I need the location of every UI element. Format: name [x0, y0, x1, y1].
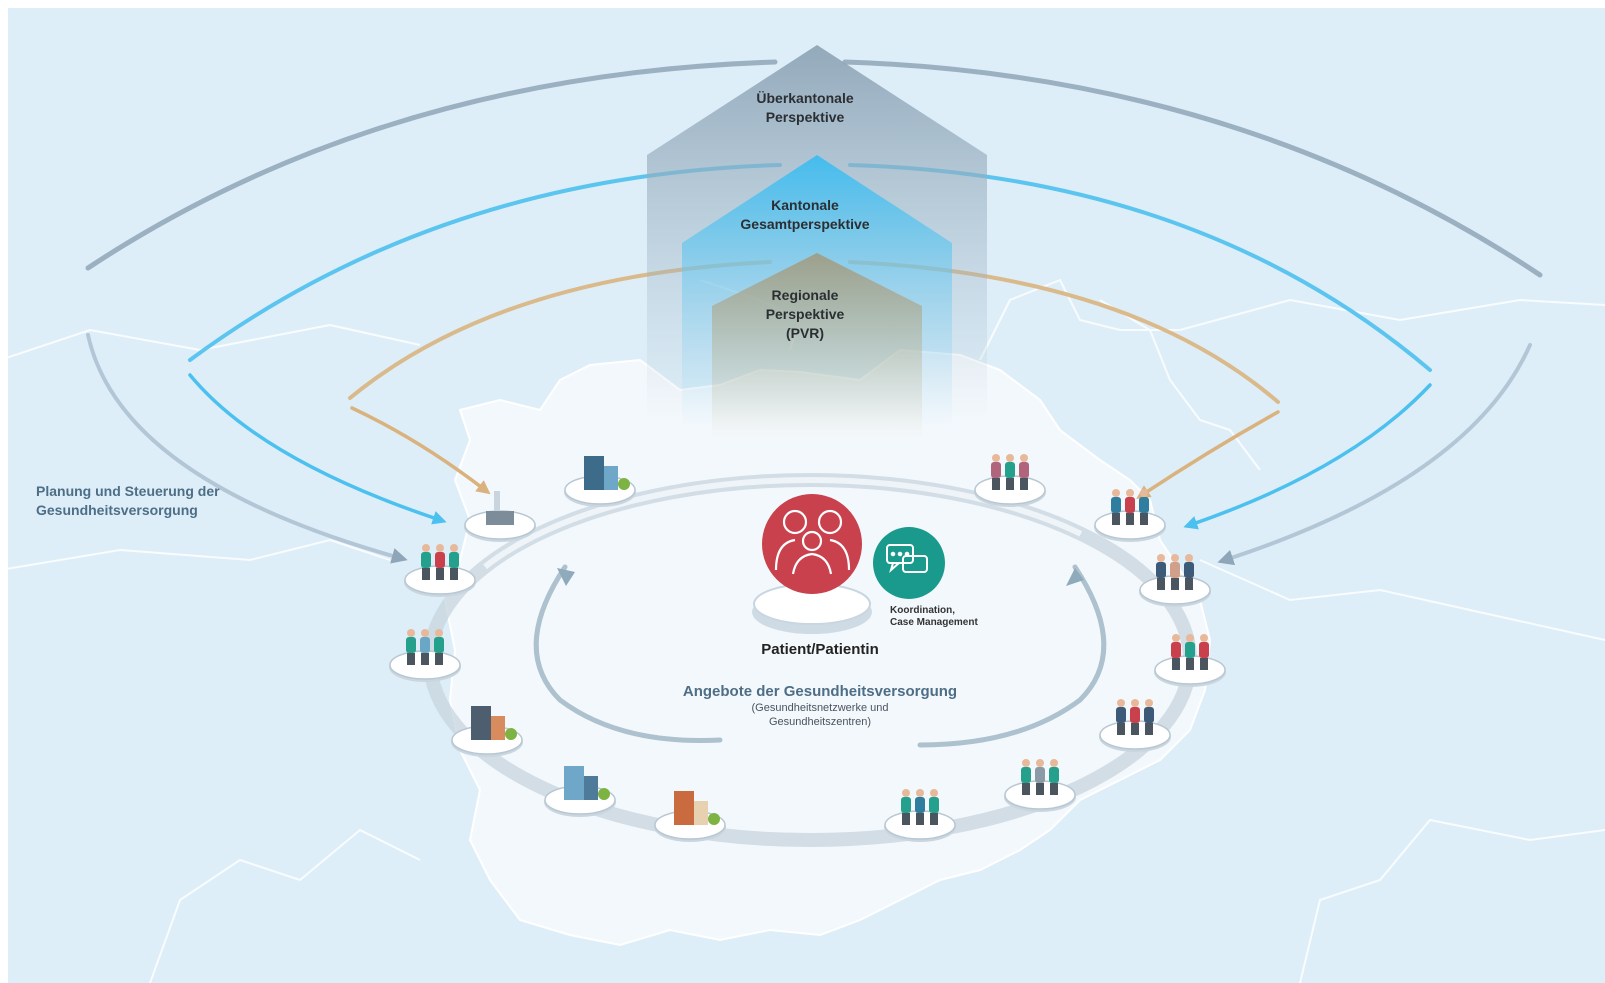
consultation-icon	[1156, 554, 1194, 590]
offerings-subtitle-line1: (Gesundheitsnetzwerke und	[751, 702, 889, 714]
chat-bubbles-icon	[886, 544, 928, 573]
top-white-strip	[0, 0, 1605, 8]
offerings-subtitle: (Gesundheitsnetzwerke und Gesundheitszen…	[700, 701, 940, 729]
node-staff-right	[1004, 759, 1076, 812]
townhouses-icon	[674, 791, 720, 825]
coordination-label: Koordination, Case Management	[890, 605, 1030, 629]
kantonal-label-line2: Gesamtperspektive	[740, 216, 870, 232]
team-members-icon	[1021, 759, 1059, 795]
offerings-title: Angebote der Gesundheitsversorgung	[682, 683, 958, 700]
patient-bed-icon	[1111, 489, 1149, 525]
ueberkantonal-arcs	[85, 59, 1543, 566]
circulation-arrowhead-right	[1066, 568, 1084, 586]
regional-label-line2: Perspektive	[765, 306, 845, 322]
kantonal-label-line1: Kantonale	[771, 197, 839, 213]
care-team-icon	[421, 544, 459, 580]
node-doctors	[389, 629, 461, 682]
kantonal-arrow-left	[188, 373, 447, 525]
ueberkantonal-label: Überkantonale Perspektive	[715, 89, 895, 127]
node-walker	[974, 454, 1046, 507]
patient-group-icon	[774, 509, 851, 575]
offerings-subtitle-line2: Gesundheitszentren)	[768, 716, 872, 728]
lab-workstation-icon	[486, 491, 514, 525]
node-houses	[451, 706, 523, 757]
node-staff-center	[884, 789, 956, 842]
houses-icon	[471, 706, 517, 740]
ueberkantonal-arrow-right	[1217, 343, 1532, 566]
planning-label-line2: Gesundheitsversorgung	[36, 502, 198, 518]
offerings-ring-top	[427, 477, 1193, 843]
node-couple	[1099, 699, 1171, 752]
patient-circle	[762, 494, 862, 594]
doctors-group-icon	[406, 629, 444, 665]
kantonal-label: Kantonale Gesamtperspektive	[710, 196, 900, 234]
regional-shape	[712, 253, 922, 440]
planning-label-line1: Planung und Steuerung der	[36, 483, 220, 499]
walker-icon	[991, 454, 1029, 490]
node-care-team	[404, 544, 476, 597]
regional-arrow-right	[1136, 410, 1280, 499]
circulation-arrows	[533, 564, 1107, 748]
regional-label-line1: Regionale	[771, 287, 839, 303]
node-wheelchair	[1154, 634, 1226, 687]
staff-group-icon	[901, 789, 939, 825]
regional-arrow-left	[350, 406, 491, 495]
node-patient-bed	[1094, 489, 1166, 542]
node-townhouses	[654, 791, 726, 842]
ueberkantonal-label-line1: Überkantonale	[756, 90, 854, 106]
ueberkantonal-arrow-left	[86, 333, 408, 564]
hospital-building-icon	[584, 456, 630, 490]
node-hospital	[564, 456, 636, 507]
ueberkantonal-label-line2: Perspektive	[765, 109, 845, 125]
kantonal-arrow-right	[1183, 383, 1432, 530]
regional-label: Regionale Perspektive (PVR)	[735, 286, 875, 343]
node-consultation	[1139, 554, 1211, 607]
family-icon	[1116, 699, 1154, 735]
node-clinic	[544, 766, 616, 817]
patient-label: Patient/Patientin	[761, 641, 879, 658]
regional-label-line3: (PVR)	[785, 325, 825, 341]
coordination-label-line2: Case Management	[890, 617, 978, 628]
wheelchair-icon	[1171, 634, 1209, 670]
coordination-label-line1: Koordination,	[890, 605, 955, 616]
node-lab	[464, 491, 536, 542]
circulation-arrowhead-left	[557, 568, 575, 586]
planning-label: Planung und Steuerung der Gesundheitsver…	[36, 482, 296, 520]
left-white-strip	[0, 0, 8, 983]
clinic-building-icon	[564, 766, 610, 800]
